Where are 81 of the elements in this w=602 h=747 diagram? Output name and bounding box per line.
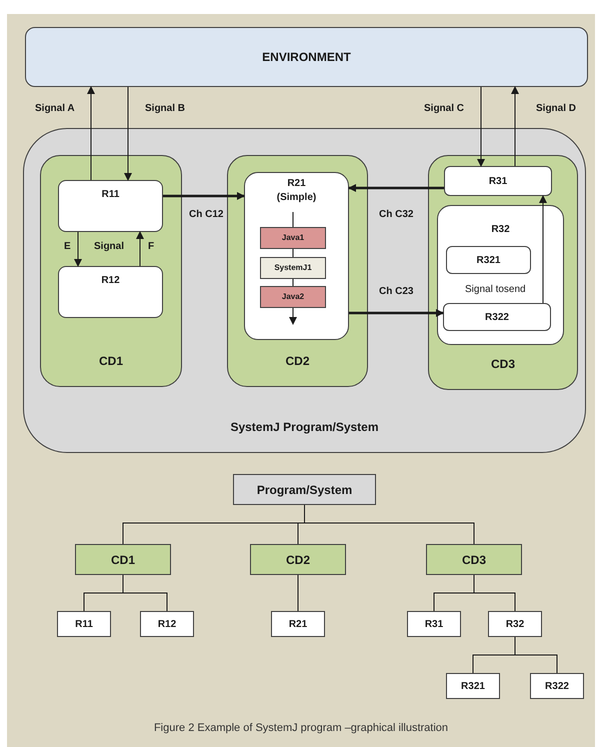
clock-domain-box <box>428 155 578 390</box>
edge-label: Signal D <box>536 102 576 116</box>
edge-label: E <box>64 240 71 254</box>
arrow <box>348 184 444 192</box>
tree-leaf-box <box>407 611 461 637</box>
edge-label: F <box>148 240 154 254</box>
figure-caption: Figure 2 Example of SystemJ program –graphical illustration <box>152 721 450 736</box>
node-label: R31 <box>424 618 444 632</box>
arrow <box>124 86 132 181</box>
node-label: SystemJ1 <box>274 262 312 274</box>
node-label: R322 <box>545 680 569 694</box>
connector-line <box>292 248 294 258</box>
tree-node-box <box>426 544 522 575</box>
node-label: ENVIRONMENT <box>262 49 351 66</box>
node-label: R21 (Simple) <box>276 177 318 205</box>
reaction-box <box>443 303 551 331</box>
arrow <box>163 192 245 200</box>
code-block <box>260 286 326 308</box>
reaction-box <box>444 166 552 196</box>
tree-node-box <box>250 544 346 575</box>
environment-box <box>25 27 588 87</box>
tree-root-box <box>233 474 376 505</box>
system-container <box>23 128 586 453</box>
arrow <box>511 86 519 166</box>
node-label: Program/System <box>256 482 352 498</box>
tree-leaf-box <box>271 611 325 637</box>
node-label: R11 <box>102 188 120 202</box>
arrow <box>477 86 485 167</box>
node-label: R321 <box>476 254 500 268</box>
node-label: R321 <box>461 680 485 694</box>
code-block <box>260 227 326 249</box>
node-label: R11 <box>75 618 93 632</box>
code-block <box>260 257 326 279</box>
arrow <box>136 231 144 266</box>
tree-leaf-box <box>140 611 194 637</box>
signal-label: Signal <box>94 240 124 254</box>
connector-line <box>474 574 516 612</box>
tree-leaf-box <box>57 611 111 637</box>
arrow <box>539 195 547 304</box>
node-label: CD1 <box>110 552 135 568</box>
tree-leaf-box <box>488 611 542 637</box>
arrow <box>289 308 297 325</box>
node-label: R12 <box>101 274 120 288</box>
edge-label: Ch C12 <box>189 208 224 222</box>
node-label: R31 <box>488 174 508 188</box>
node-label: R12 <box>158 618 176 632</box>
node-label: Java1 <box>282 232 304 244</box>
tree-leaf-box <box>446 673 500 699</box>
edge-label: Signal tosend <box>465 283 526 297</box>
node-label: R322 <box>485 310 509 324</box>
node-label: CD2 <box>285 353 310 370</box>
tree-node-box <box>75 544 171 575</box>
connector-line <box>292 278 294 286</box>
node-label: CD2 <box>286 552 310 568</box>
reaction-box <box>437 205 564 345</box>
node-label: R32 <box>506 618 524 632</box>
edge-label: Ch C23 <box>379 285 414 299</box>
edge-label: Signal C <box>424 102 464 116</box>
reaction-box <box>244 172 349 340</box>
arrow <box>349 309 444 317</box>
node-label: SystemJ Program/System <box>230 419 379 436</box>
reaction-box <box>58 266 163 318</box>
node-label: CD3 <box>462 552 486 568</box>
clock-domain-box <box>40 155 182 387</box>
edge-label: Ch C32 <box>379 208 414 222</box>
tree-leaf-box <box>530 673 584 699</box>
node-label: CD3 <box>490 356 515 373</box>
node-label: Java2 <box>282 291 304 303</box>
edge-label: Signal B <box>145 102 186 116</box>
reaction-box <box>446 246 531 274</box>
arrow <box>87 86 95 180</box>
reaction-box <box>58 180 163 232</box>
node-label: R32 <box>491 223 510 237</box>
node-label: R21 <box>288 618 308 632</box>
node-label: CD1 <box>98 353 123 370</box>
edge-label: Signal A <box>35 102 75 116</box>
connector-line <box>122 574 168 612</box>
clock-domain-box <box>227 155 368 387</box>
connector-line <box>514 636 558 674</box>
connector-line <box>304 504 474 544</box>
arrow <box>74 232 82 267</box>
